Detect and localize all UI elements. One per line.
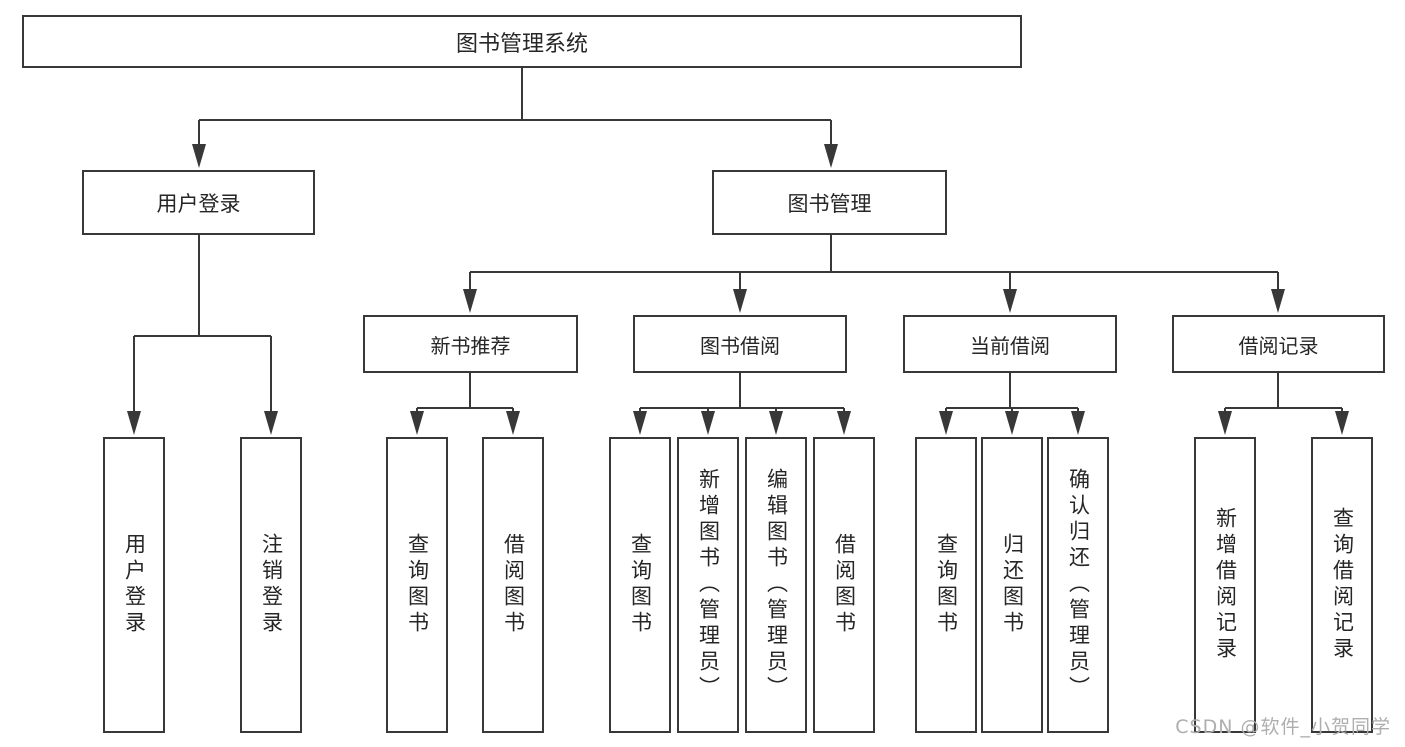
node-label: 查询借阅记录 [1330,507,1355,663]
arrowhead-icon [633,411,851,435]
node-new-book-recommendation: 新书推荐 [363,315,578,373]
leaf-user-login: 用户登录 [103,437,165,733]
leaf-return-books: 归还图书 [981,437,1043,733]
arrowhead-icon [1218,411,1349,435]
leaf-add-books-admin: 新增图书（管理员） [677,437,739,733]
arrowhead-icon [463,289,1285,313]
node-user-login: 用户登录 [82,170,315,235]
leaf-add-borrowing-record: 新增借阅记录 [1194,437,1256,733]
connector-lines [1224,373,1343,415]
connector-lines [945,373,1079,415]
leaf-query-borrowing-record: 查询借阅记录 [1311,437,1373,733]
node-label: 归还图书 [1000,533,1025,637]
leaf-confirm-return-admin: 确认归还（管理员） [1047,437,1109,733]
arrowhead-icon [192,144,838,168]
node-book-borrowing: 图书借阅 [633,315,847,373]
connector-lines [198,68,832,148]
connector-book-borrow-children [633,373,851,435]
node-borrowing-records: 借阅记录 [1172,315,1385,373]
node-label: 借阅记录 [1238,333,1319,358]
node-label: 编辑图书（管理员） [764,468,789,702]
node-label: 查询图书 [934,533,959,637]
node-label: 借阅图书 [832,533,857,637]
node-label: 用户登录 [156,191,241,216]
arrowhead-icon [939,411,1085,435]
connector-new-rec-children [410,373,520,435]
connector-book-mgmt-children [463,235,1285,313]
connector-current-children [939,373,1085,435]
leaf-logout: 注销登录 [240,437,302,733]
node-book-management: 图书管理 [712,170,947,235]
leaf-query-books-recommendation: 查询图书 [386,437,448,733]
node-label: 查询图书 [628,533,653,637]
connector-lines [469,235,1279,293]
leaf-edit-books-admin: 编辑图书（管理员） [745,437,807,733]
leaf-borrow-books-recommendation: 借阅图书 [482,437,544,733]
node-label: 注销登录 [259,533,284,637]
leaf-query-books-current: 查询图书 [915,437,977,733]
node-label: 当前借阅 [970,333,1050,358]
node-label: 图书管理 [787,191,872,216]
node-label: 确认归还（管理员） [1066,468,1091,702]
node-label: 用户登录 [122,533,147,637]
node-label: 图书借阅 [700,333,780,358]
leaf-borrow-books: 借阅图书 [813,437,875,733]
connector-root-to-level2 [192,68,838,168]
connector-records-children [1218,373,1349,435]
node-label: 新书推荐 [430,333,511,358]
connector-lines [639,373,845,415]
node-label: 新增图书（管理员） [696,468,721,702]
arrowhead-icon [410,411,520,435]
node-current-borrowing: 当前借阅 [903,315,1117,373]
node-label: 借阅图书 [501,533,526,637]
node-library-management-system: 图书管理系统 [22,15,1022,68]
connector-user-login-children [127,235,278,435]
node-label: 查询图书 [405,533,430,637]
arrowhead-icon [127,411,278,435]
node-label: 图书管理系统 [455,31,588,57]
node-label: 新增借阅记录 [1213,507,1238,663]
connector-lines [416,373,514,415]
csdn-watermark: CSDN @软件_小贺同学 [1175,716,1391,738]
connector-lines [133,235,272,415]
leaf-query-books-borrowing: 查询图书 [609,437,671,733]
